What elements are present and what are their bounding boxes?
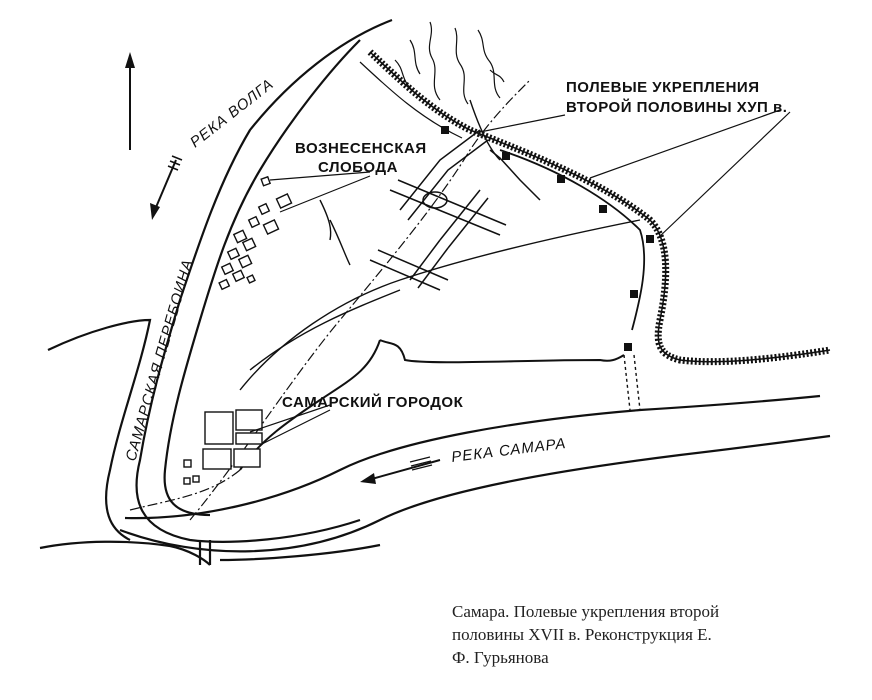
map-caption: Самара. Полевые укрепления второй полови… [452,600,812,669]
label-voznesenskaya-1: ВОЗНЕСЕНСКАЯ [295,140,427,157]
label-samara-river: РЕКА САМАРА [450,435,567,466]
caption-line-1: Самара. Полевые укрепления второй [452,602,720,621]
volga-flow-arrow-icon [150,155,183,220]
leader-lines [249,109,791,445]
label-fortifications-2: ВТОРОЙ ПОЛОВИНЫ ХУП в. [566,98,787,116]
voznesenskaya-blocks [218,175,293,291]
north-arrow-icon [125,52,135,150]
caption-line-3: Ф. Гурьянова [452,648,549,667]
northern-ravines [394,21,505,105]
caption-line-2: половины XVII в. Реконструкция Е. [452,625,712,644]
samara-flow-arrow-icon [360,456,441,484]
label-perebоina: САМАРСКАЯ ПЕРЕБОИНА [123,257,197,463]
ravine-line [239,339,625,471]
label-fortifications-1: ПОЛЕВЫЕ УКРЕПЛЕНИЯ [566,79,760,96]
road-to-river [623,354,641,411]
slope-lines [239,99,641,391]
gorodok-blocks [183,409,263,485]
label-voznesenskaya-2: СЛОБОДА [318,159,398,176]
street-grid [369,129,541,291]
samara-river-banks [119,394,831,565]
perebоina-west-bank [39,318,211,566]
inner-fortification [499,149,646,331]
fortification-towers [441,126,654,351]
label-gorodok: САМАРСКИЙ ГОРОДОК [282,393,464,411]
